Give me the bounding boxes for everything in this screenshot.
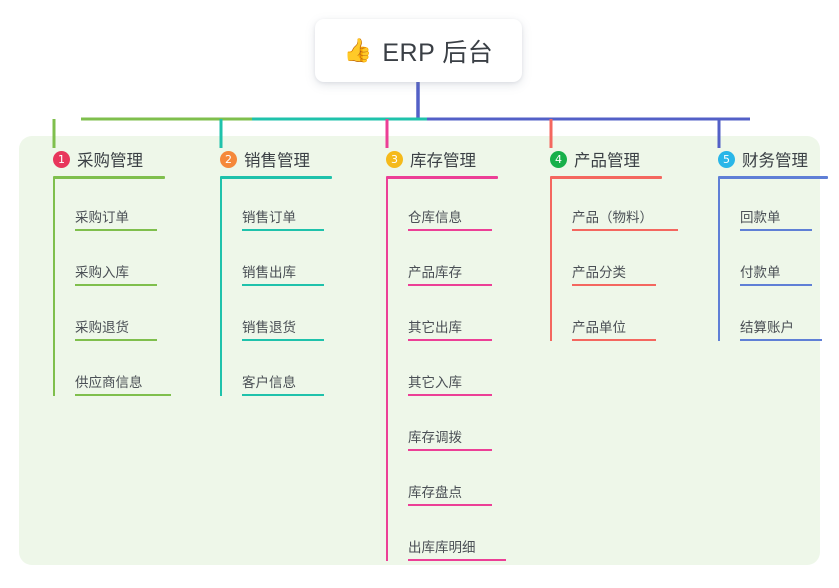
column-spine-5 [718, 177, 720, 341]
list-item[interactable]: 供应商信息 [75, 366, 171, 396]
list-item-label: 销售退货 [242, 320, 296, 335]
list-item-underline [408, 504, 492, 506]
list-item[interactable]: 产品单位 [572, 311, 656, 341]
list-item-underline [572, 339, 656, 341]
list-item-label: 产品库存 [408, 265, 462, 280]
list-item-label: 采购订单 [75, 210, 129, 225]
list-item-underline [75, 394, 171, 396]
column-title-5: 财务管理 [742, 152, 808, 170]
list-item-label: 供应商信息 [75, 375, 143, 390]
list-item[interactable]: 产品库存 [408, 256, 492, 286]
list-item-label: 结算账户 [740, 320, 794, 335]
column-badge-1: 1 [53, 150, 70, 168]
list-item-label: 产品单位 [572, 320, 626, 335]
column-underline-3 [386, 176, 498, 179]
column-spine-4 [550, 177, 552, 341]
list-item-underline [75, 339, 157, 341]
column-title-2: 销售管理 [244, 152, 310, 170]
list-item-label: 产品分类 [572, 265, 626, 280]
list-item-underline [572, 229, 678, 231]
list-item[interactable]: 采购退货 [75, 311, 157, 341]
column-underline-1 [53, 176, 165, 179]
list-item-underline [408, 559, 506, 561]
list-item-underline [75, 229, 157, 231]
column-underline-2 [220, 176, 332, 179]
list-item[interactable]: 销售出库 [242, 256, 324, 286]
list-item-underline [408, 449, 492, 451]
list-item-underline [408, 229, 492, 231]
list-item[interactable]: 其它出库 [408, 311, 492, 341]
list-item[interactable]: 采购订单 [75, 201, 157, 231]
list-item[interactable]: 结算账户 [740, 311, 822, 341]
list-item-label: 销售出库 [242, 265, 296, 280]
list-item-label: 库存盘点 [408, 485, 462, 500]
column-title-3: 库存管理 [410, 152, 476, 170]
list-item[interactable]: 产品分类 [572, 256, 656, 286]
column-underline-4 [550, 176, 662, 179]
column-header-5[interactable]: 5 财务管理 [698, 146, 808, 172]
list-item[interactable]: 其它入库 [408, 366, 492, 396]
column-2: 2 销售管理销售订单销售出库销售退货客户信息 [200, 146, 332, 396]
list-item[interactable]: 采购入库 [75, 256, 157, 286]
column-title-4: 产品管理 [574, 152, 640, 170]
column-header-1[interactable]: 1 采购管理 [33, 146, 143, 172]
column-badge-5: 5 [718, 150, 735, 168]
list-item[interactable]: 销售订单 [242, 201, 324, 231]
list-item-label: 仓库信息 [408, 210, 462, 225]
list-item[interactable]: 付款单 [740, 256, 812, 286]
list-item[interactable]: 客户信息 [242, 366, 324, 396]
list-item-underline [408, 284, 492, 286]
list-item-label: 其它出库 [408, 320, 462, 335]
list-item-label: 采购退货 [75, 320, 129, 335]
column-header-4[interactable]: 4 产品管理 [530, 146, 640, 172]
list-item-label: 采购入库 [75, 265, 129, 280]
list-item[interactable]: 库存盘点 [408, 476, 492, 506]
list-item-underline [242, 229, 324, 231]
list-item-underline [408, 394, 492, 396]
list-item-label: 出库库明细 [408, 540, 476, 555]
list-item[interactable]: 库存调拨 [408, 421, 492, 451]
column-1: 1 采购管理采购订单采购入库采购退货供应商信息 [33, 146, 171, 396]
list-item-underline [740, 284, 812, 286]
column-spine-1 [53, 177, 55, 396]
list-item-underline [242, 339, 324, 341]
column-badge-4: 4 [550, 150, 567, 168]
list-item-label: 付款单 [740, 265, 781, 280]
list-item-label: 其它入库 [408, 375, 462, 390]
list-item-underline [740, 229, 812, 231]
list-item-underline [242, 394, 324, 396]
list-item[interactable]: 产品（物料） [572, 201, 678, 231]
list-item[interactable]: 回款单 [740, 201, 812, 231]
root-title: ERP 后台 [382, 38, 494, 67]
list-item-label: 库存调拨 [408, 430, 462, 445]
list-item[interactable]: 仓库信息 [408, 201, 492, 231]
column-badge-3: 3 [386, 150, 403, 168]
list-item-label: 客户信息 [242, 375, 296, 390]
column-header-3[interactable]: 3 库存管理 [366, 146, 476, 172]
list-item-underline [572, 284, 656, 286]
root-node[interactable]: 👍 ERP 后台 [315, 19, 522, 82]
column-4: 4 产品管理产品（物料） 产品分类产品单位 [530, 146, 678, 341]
list-item[interactable]: 销售退货 [242, 311, 324, 341]
column-spine-3 [386, 177, 388, 561]
column-5: 5 财务管理回款单付款单结算账户 [698, 146, 828, 341]
list-item-underline [408, 339, 492, 341]
list-item-underline [75, 284, 157, 286]
list-item-label: 产品（物料） [572, 210, 653, 225]
column-spine-2 [220, 177, 222, 396]
column-3: 3 库存管理仓库信息产品库存其它出库其它入库库存调拨库存盘点出库库明细 [366, 146, 506, 561]
diagram-panel [19, 136, 820, 565]
list-item-underline [740, 339, 822, 341]
column-title-1: 采购管理 [77, 152, 143, 170]
column-badge-2: 2 [220, 150, 237, 168]
thumbs-up-icon: 👍 [343, 37, 373, 63]
list-item[interactable]: 出库库明细 [408, 531, 506, 561]
list-item-underline [242, 284, 324, 286]
column-underline-5 [718, 176, 828, 179]
list-item-label: 回款单 [740, 210, 781, 225]
list-item-label: 销售订单 [242, 210, 296, 225]
column-header-2[interactable]: 2 销售管理 [200, 146, 310, 172]
